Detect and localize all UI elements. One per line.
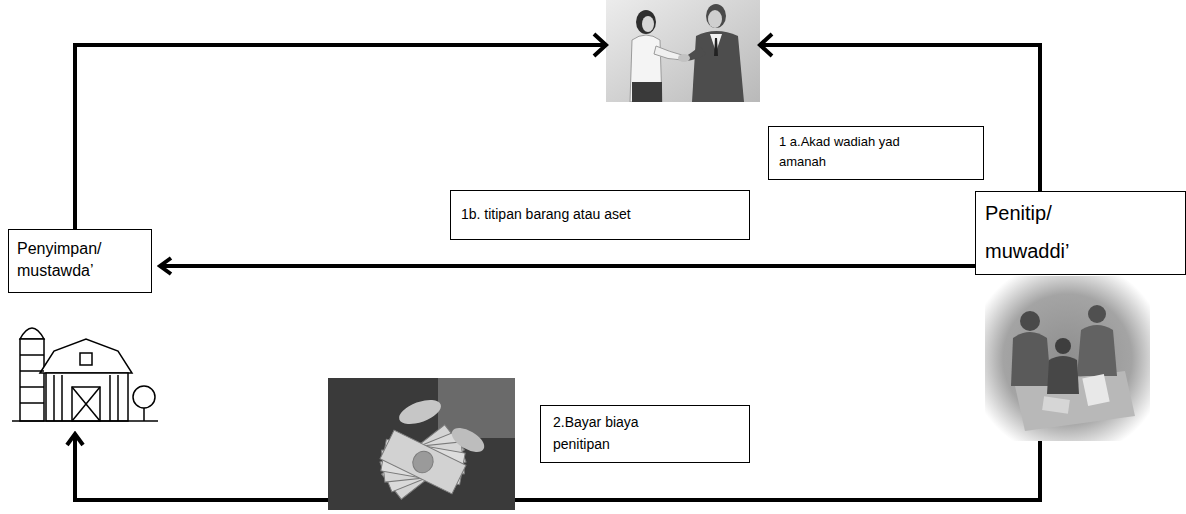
- party-node: Penitip/ muwaddi’: [975, 191, 1186, 441]
- woman-figure: [630, 10, 682, 102]
- party-box: Penyimpan/ mustawda’: [8, 229, 152, 293]
- office-picture: [985, 276, 1150, 441]
- party-node: Penyimpan/ mustawda’: [8, 229, 160, 434]
- party-box: Penitip/ muwaddi’: [975, 191, 1186, 275]
- step-label: 1 a.Akad wadiah yad amanah: [779, 132, 929, 172]
- party-name: Penyimpan/ mustawda’: [17, 238, 127, 282]
- party-name: Penitip/ muwaddi’: [985, 194, 1105, 270]
- money-picture: [328, 378, 515, 510]
- arrowheads: [580, 25, 790, 65]
- step-label-box: 1b. titipan barang atau aset: [450, 190, 750, 240]
- step-label-box: 2.Bayar biaya penitipan: [540, 405, 750, 463]
- step-label: 2.Bayar biaya penitipan: [553, 411, 683, 455]
- step-label-box: 1 a.Akad wadiah yad amanah: [768, 126, 984, 180]
- handshake-picture: [606, 0, 760, 102]
- man-figure: [686, 4, 744, 102]
- hands: [678, 54, 690, 62]
- barn-picture: [10, 315, 160, 430]
- flow-arrow: [160, 264, 975, 268]
- step-label: 1b. titipan barang atau aset: [461, 204, 739, 224]
